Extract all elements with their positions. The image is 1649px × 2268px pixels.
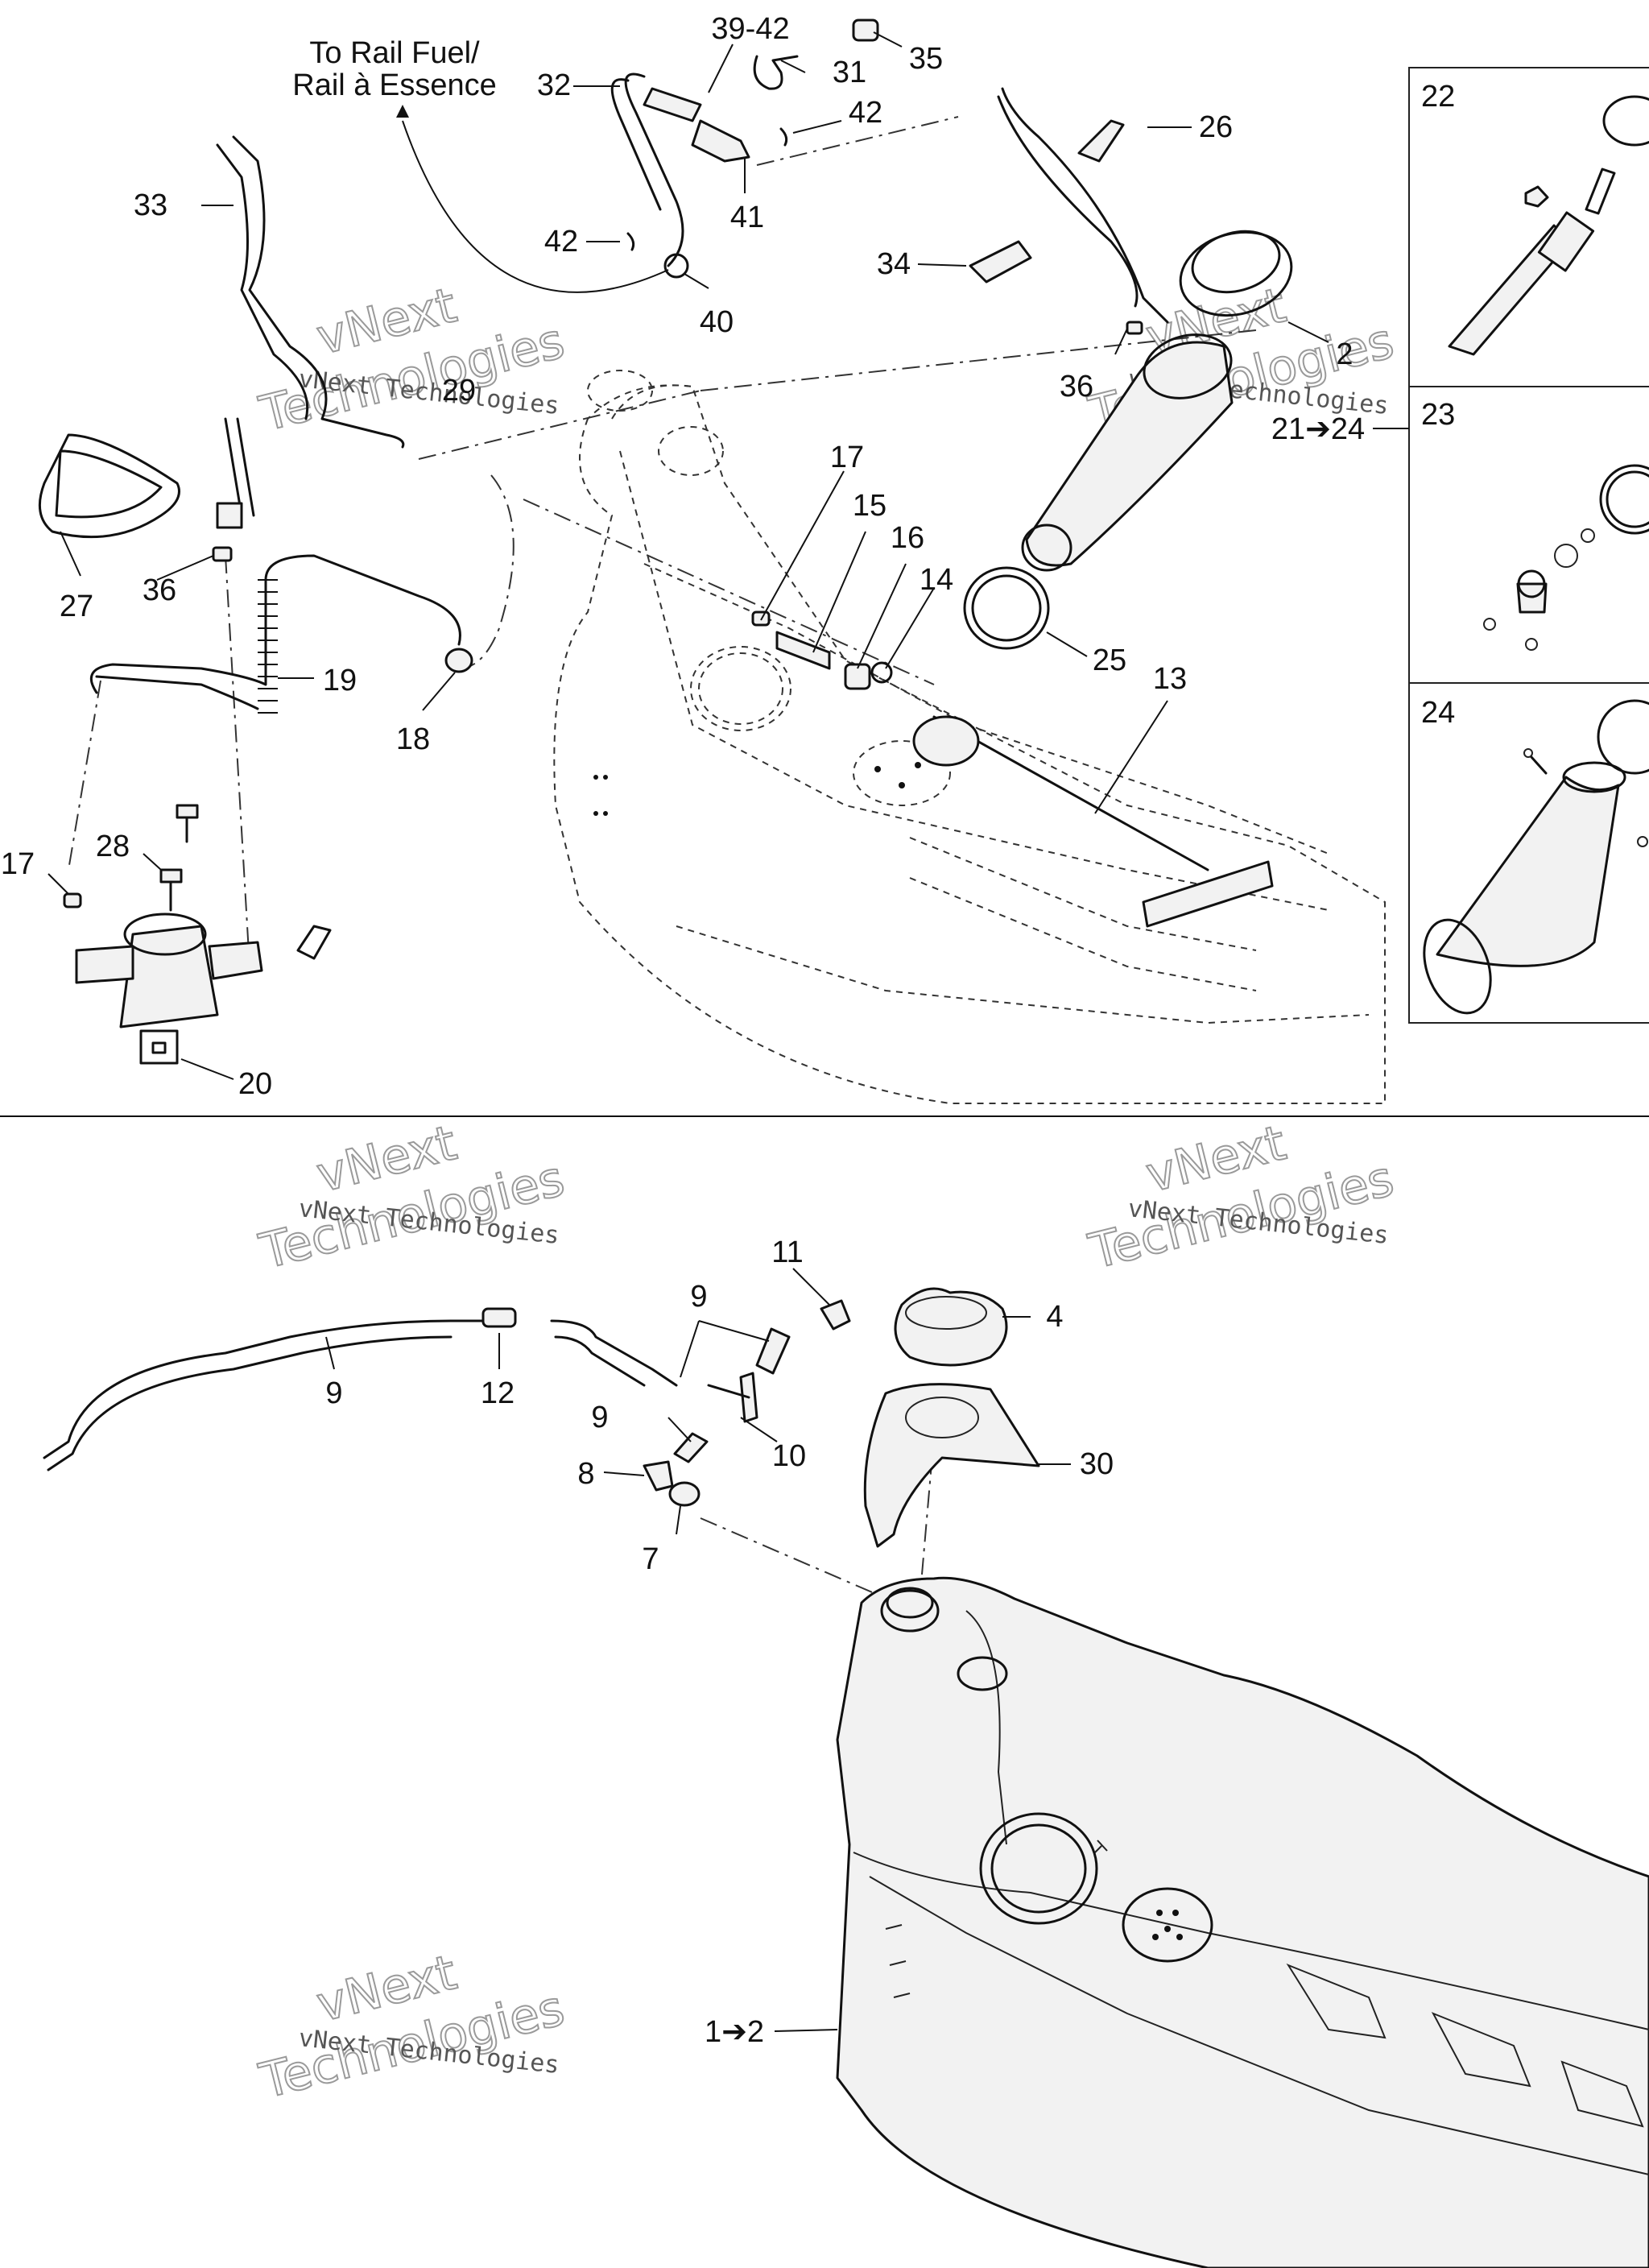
panel-label: 24 bbox=[1421, 696, 1455, 730]
callout-label: 41 bbox=[730, 201, 764, 234]
callout-label: 20 bbox=[238, 1067, 272, 1101]
vent-hose-9 bbox=[43, 1319, 501, 1459]
callout-label: 32 bbox=[537, 68, 571, 102]
callout-label: 12 bbox=[481, 1376, 515, 1410]
callout-label: 8 bbox=[577, 1457, 594, 1491]
fuel-cap-4 bbox=[894, 1287, 1008, 1367]
callout-label: 31 bbox=[833, 56, 866, 89]
heat-shield-30 bbox=[863, 1383, 1040, 1548]
callout-label: 17 bbox=[830, 441, 864, 474]
bottom-guide-lines bbox=[700, 1389, 939, 1595]
callout-label: 17 bbox=[1, 847, 35, 881]
inset-panels bbox=[1408, 67, 1649, 1024]
panel-22-fuel-pump bbox=[1448, 95, 1649, 356]
top-guide-lines bbox=[68, 116, 1257, 967]
watermark-mid-left: vNext Technologies vNext Technologies bbox=[254, 1114, 571, 1281]
callout-label: 1➔2 bbox=[705, 2015, 764, 2049]
callout-label: 21➔24 bbox=[1271, 412, 1365, 446]
callout-label: 40 bbox=[700, 305, 734, 339]
panel-label: 22 bbox=[1421, 80, 1455, 114]
callout-label: 13 bbox=[1153, 662, 1187, 696]
panel-23-pump-parts bbox=[1483, 464, 1649, 651]
callout-label: 42 bbox=[849, 96, 882, 130]
callout-label: 42 bbox=[544, 225, 578, 259]
panel-labels: 22 23 24 bbox=[1421, 80, 1455, 730]
bracket-27 bbox=[38, 433, 180, 539]
callout-label: 35 bbox=[909, 42, 943, 76]
callout-label: 34 bbox=[877, 247, 911, 281]
callout-labels: 32 39-42 31 35 42 26 41 33 42 40 34 2 36… bbox=[1, 12, 1365, 2049]
callout-label: 9 bbox=[325, 1376, 342, 1410]
callout-label: 11 bbox=[771, 1235, 803, 1269]
fuel-tank-1 bbox=[836, 1576, 1649, 2268]
fuel-filter-20 bbox=[75, 913, 263, 1065]
destination-note-line1: To Rail Fuel/ bbox=[309, 36, 480, 70]
callout-label: 9 bbox=[591, 1401, 608, 1434]
fuel-hose-32 bbox=[624, 72, 684, 267]
panel-label: 23 bbox=[1421, 398, 1455, 432]
callout-label: 15 bbox=[853, 489, 886, 523]
callout-label: 33 bbox=[134, 188, 167, 222]
callout-label: 36 bbox=[1060, 370, 1093, 404]
callout-label: 19 bbox=[323, 664, 357, 697]
o-ring-25 bbox=[963, 566, 1050, 650]
bottom-leader-lines bbox=[325, 1268, 1071, 2032]
watermark-mid-right: vNext Technologies vNext Technologies bbox=[1083, 1114, 1400, 1281]
callout-label: 28 bbox=[96, 830, 130, 863]
callout-label: 26 bbox=[1199, 110, 1233, 144]
callout-label: 2 bbox=[1336, 337, 1353, 371]
callout-label: 29 bbox=[442, 374, 476, 408]
watermark-bottom-left: vNext Technologies vNext Technologies bbox=[254, 1943, 571, 2111]
top-parts bbox=[38, 19, 1293, 1065]
callout-label: 16 bbox=[891, 521, 924, 555]
callout-label: 9 bbox=[690, 1280, 707, 1314]
destination-note: To Rail Fuel/ Rail à Essence bbox=[292, 36, 496, 102]
bottom-tank bbox=[836, 1576, 1649, 2268]
callout-label: 27 bbox=[60, 590, 93, 623]
callout-label: 30 bbox=[1080, 1447, 1114, 1481]
top-tank-dashed-outline bbox=[553, 370, 1386, 1104]
callout-label: 4 bbox=[1046, 1300, 1063, 1334]
callout-label: 14 bbox=[920, 563, 953, 597]
destination-note-line2: Rail à Essence bbox=[292, 68, 496, 102]
top-leader-lines bbox=[48, 31, 1409, 1080]
callout-label: 36 bbox=[143, 573, 176, 607]
fuel-hose-33 bbox=[232, 135, 405, 449]
callout-label: 18 bbox=[396, 722, 430, 756]
fuel-rail-arrow bbox=[396, 105, 669, 293]
watermark-top-left: vNext Technologies vNext Technologies bbox=[254, 276, 571, 444]
fuel-level-sender-13 bbox=[932, 715, 1209, 871]
callout-label: 25 bbox=[1093, 644, 1126, 677]
callout-label: 39-42 bbox=[711, 12, 789, 46]
panel-24-pump-housing bbox=[1423, 699, 1649, 1015]
callout-label: 7 bbox=[642, 1542, 659, 1576]
bottom-parts bbox=[43, 1287, 1040, 1548]
callout-label: 10 bbox=[772, 1439, 806, 1473]
